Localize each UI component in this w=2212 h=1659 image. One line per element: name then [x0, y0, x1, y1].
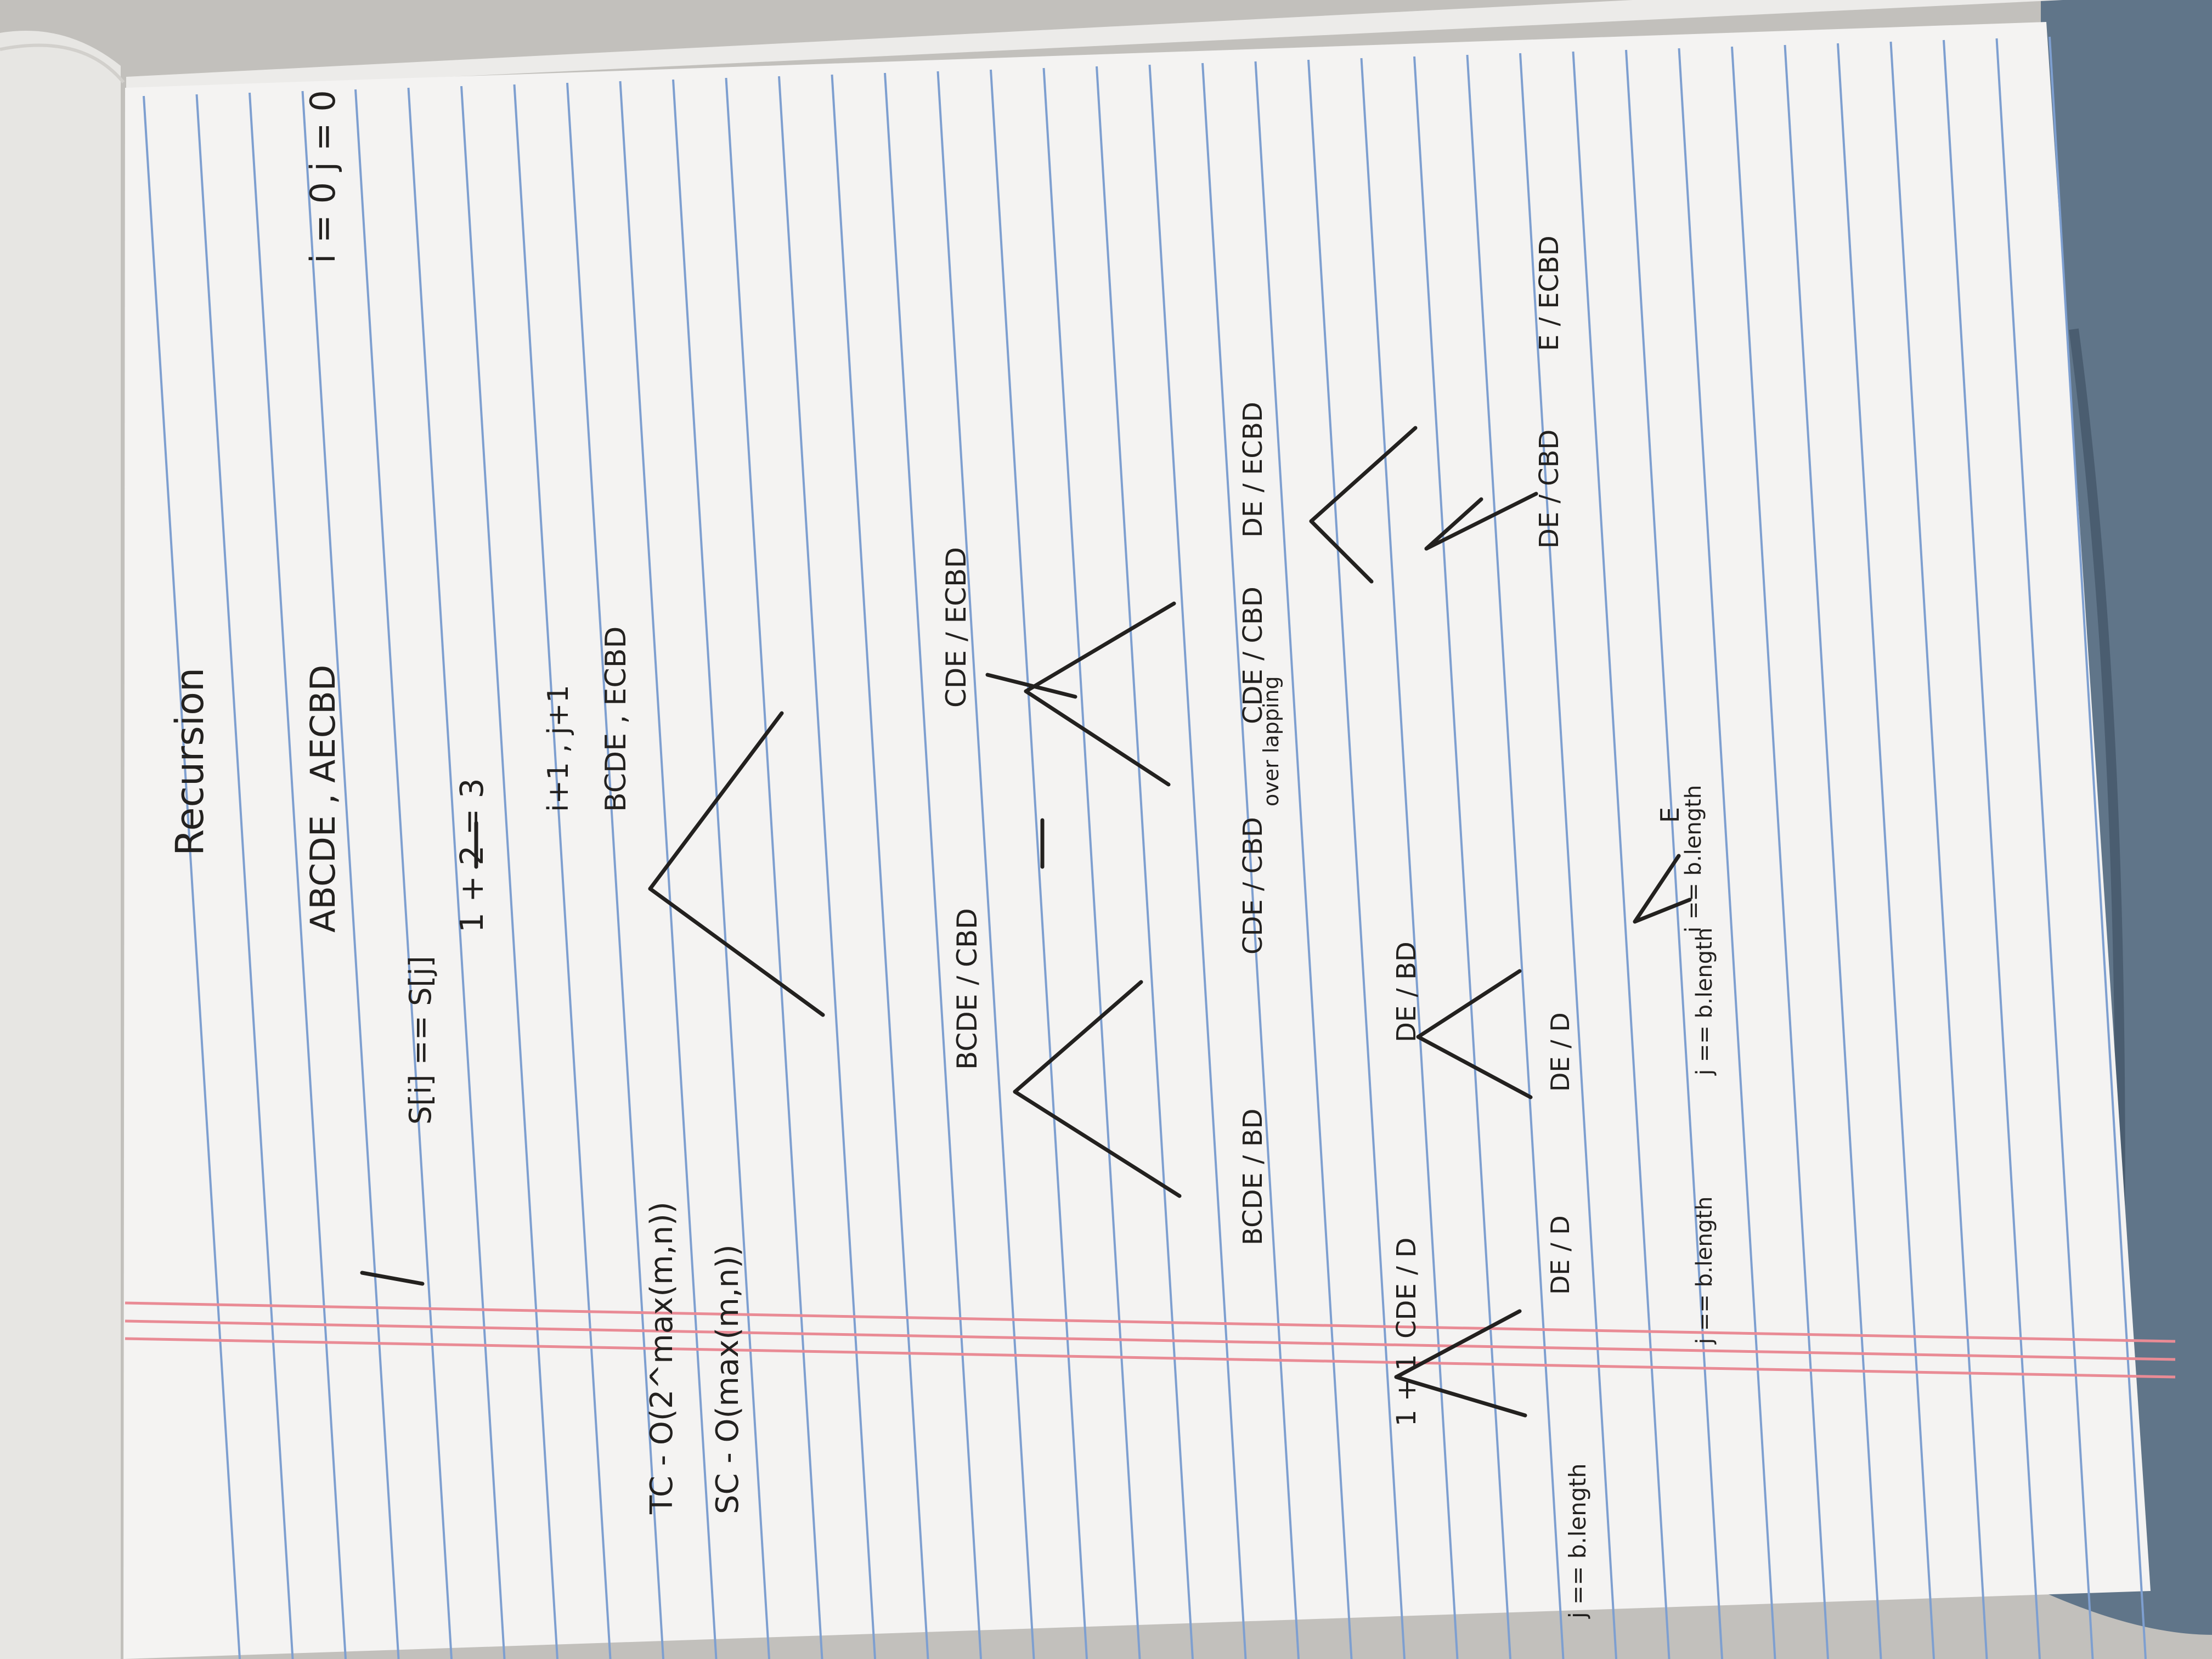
l4-branch-a [1633, 898, 1692, 924]
l3-e-strings: E / ECBD [1534, 235, 1565, 351]
l2-a-strings: BCDE / BD [1238, 1109, 1268, 1245]
note-title: Recursion [167, 668, 212, 856]
l5-b-note: j == b.length [1692, 928, 1717, 1076]
ruled-line [407, 87, 506, 1659]
ruled-line [143, 95, 241, 1659]
margin-lines [125, 1301, 2176, 1379]
ruled-line [1307, 59, 1406, 1659]
l4-branch-d [1424, 492, 1538, 551]
ruled-line [1466, 54, 1565, 1659]
l4-a-note: j == b.length [1564, 1463, 1591, 1619]
ruled-line [1625, 49, 1723, 1659]
ruled-line [831, 74, 929, 1659]
ruled-line [1889, 41, 1988, 1659]
ruled-line [778, 76, 876, 1659]
ruled-line [354, 89, 453, 1659]
ruled-line [1201, 63, 1300, 1659]
ruled-line [1731, 46, 1829, 1659]
l3-branch-b [1394, 1309, 1522, 1379]
l4-c-strings: DE / D [1545, 1012, 1575, 1092]
tree-strokes [360, 426, 1692, 1418]
ruled-line [513, 84, 612, 1659]
ruled-line [619, 81, 718, 1659]
ruled-line [1254, 61, 1353, 1659]
l2-d-strings: DE / ECBD [1238, 402, 1268, 538]
l4-branch-b [1633, 854, 1681, 924]
l2-c-strings: CDE / CBD [1238, 586, 1268, 724]
ruled-line [1519, 53, 1617, 1659]
handwriting: Recursion ABCDE , AECBD i = 0 j = 0 S[i] ==… [167, 90, 1717, 1619]
overlapping-note: over lapping [1259, 676, 1283, 806]
l1-left-strings: BCDE / CBD [951, 908, 983, 1070]
l3-branch-d [1416, 969, 1522, 1039]
ruled-line [1995, 38, 2094, 1659]
l4-b-strings: DE / D [1545, 1215, 1575, 1295]
ruled-line [249, 92, 347, 1659]
time-complexity: TC - O(2^max(m,n)) [644, 1201, 680, 1515]
l3-branch-c [1416, 1035, 1533, 1099]
ruled-line [672, 79, 770, 1659]
space-complexity: SC - O(max(m,n)) [710, 1244, 746, 1514]
ruled-line [1413, 56, 1511, 1659]
page-curl-line [0, 43, 125, 83]
condition: S[i] == S[j] [403, 956, 438, 1125]
l3-a-strings: CDE / D [1391, 1238, 1422, 1339]
l1-branch-b [1013, 980, 1143, 1094]
l1-branch-a [1013, 1090, 1182, 1198]
l2-branch-b [1309, 426, 1418, 523]
l5-c-note: i == b.length [1681, 785, 1706, 933]
ruled-lines [143, 36, 2147, 1659]
ruled-line [566, 82, 664, 1659]
ruled-line [1572, 51, 1671, 1659]
ruled-line [1943, 40, 2041, 1659]
stub-1 [360, 1271, 425, 1286]
margin-line-2 [125, 1319, 2176, 1361]
root-right-move: i+1 , j+1 [542, 685, 575, 812]
back-page-left [0, 31, 121, 1659]
stub-2 [985, 673, 1077, 699]
l5-a-note: j == b.length [1692, 1197, 1717, 1345]
l4-branch-c [1424, 497, 1483, 551]
indices: i = 0 j = 0 [303, 90, 343, 263]
l3-branch-a [1394, 1375, 1527, 1418]
l3-d-strings: DE / CBD [1534, 430, 1565, 549]
sum: 1 + 2 = 3 [453, 778, 490, 933]
ruled-line [990, 69, 1088, 1659]
l3-a-label: 1 + 1 [1391, 1354, 1422, 1426]
ruled-line [195, 94, 294, 1659]
margin-line-1 [125, 1301, 2176, 1343]
ruled-line [1042, 67, 1141, 1659]
ruled-line [1784, 44, 1882, 1659]
l1-branch-d [1024, 601, 1176, 693]
root-branch-right [648, 711, 784, 891]
ruled-line [301, 91, 400, 1659]
strings-line: ABCDE , AECBD [303, 665, 343, 933]
ruled-line [460, 86, 558, 1659]
root-right-strings: BCDE , ECBD [600, 627, 633, 812]
margin-line-3 [125, 1337, 2176, 1379]
ruled-line [1096, 66, 1194, 1659]
l3-b-strings: DE / BD [1391, 941, 1422, 1042]
l2-branch-a [1309, 519, 1374, 584]
l1-branch-c [1024, 689, 1171, 787]
ruled-line [725, 77, 823, 1659]
root-branch-left [648, 887, 825, 1017]
ruled-line [2049, 36, 2147, 1659]
ruled-line [1148, 64, 1247, 1659]
page-stack-top [126, 0, 2063, 92]
notebook-page [123, 22, 2151, 1659]
l1-right-strings: CDE / ECBD [940, 547, 972, 708]
ruled-line [936, 71, 1035, 1659]
l5-d-strings: E [1655, 807, 1685, 823]
l2-b-strings: CDE / CBD [1238, 817, 1268, 955]
ruled-line [1837, 43, 1935, 1659]
ruled-line [1678, 48, 1776, 1659]
ruled-line [884, 72, 982, 1659]
